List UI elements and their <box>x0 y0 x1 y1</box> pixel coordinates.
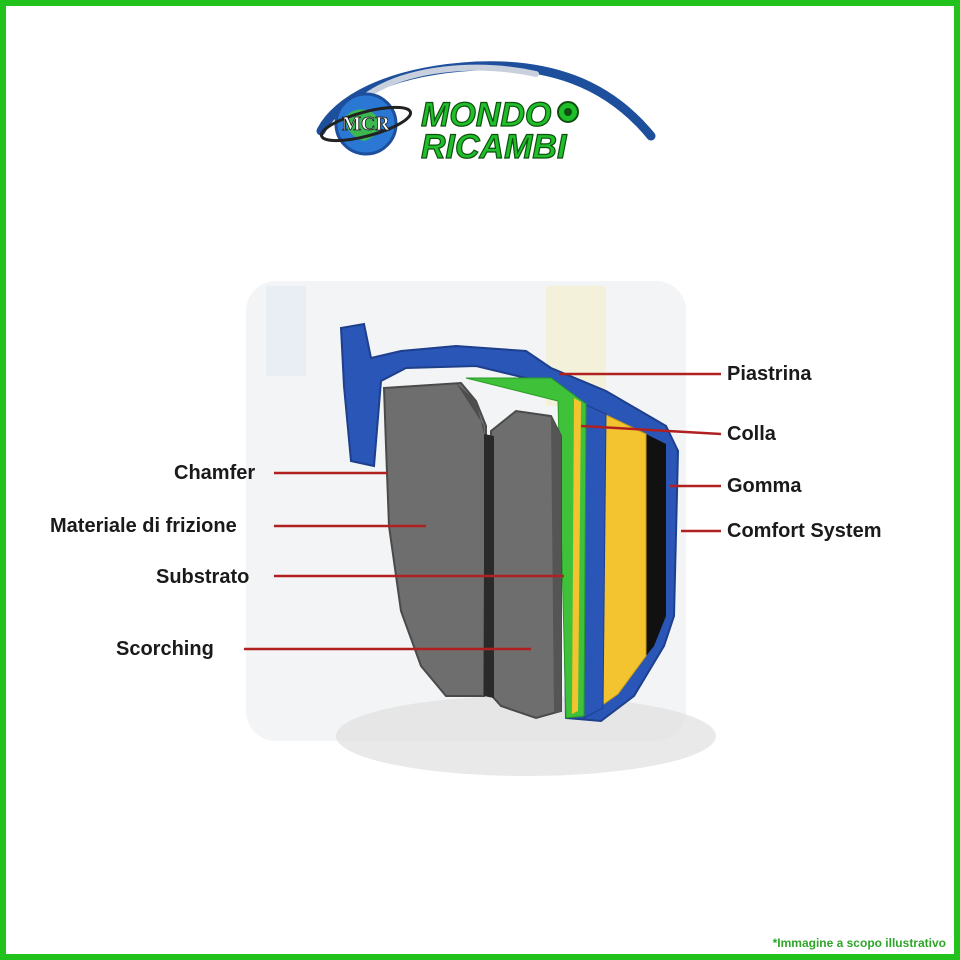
glue-line <box>572 398 581 714</box>
rubber-layer <box>646 434 666 656</box>
logo-monogram: MCR <box>342 113 390 135</box>
label-chamfer: Chamfer <box>174 462 256 484</box>
car-roof-swoosh <box>363 64 539 99</box>
label-materiale-di-frizione: Materiale di frizione <box>50 515 237 537</box>
label-scorching: Scorching <box>116 638 214 660</box>
label-gomma: Gomma <box>727 475 802 497</box>
label-piastrina: Piastrina <box>727 363 812 385</box>
leader-colla <box>580 424 722 436</box>
label-substrato: Substrato <box>156 566 250 588</box>
friction-block-left <box>382 381 488 697</box>
shim-layer <box>600 413 647 707</box>
inner-backplate-strip <box>583 403 607 719</box>
label-colla: Colla <box>727 423 776 445</box>
friction-block-right <box>489 409 562 720</box>
pad-shadow <box>336 696 716 776</box>
label-comfort-system: Comfort System <box>727 520 882 542</box>
brake-pad-diagram <box>244 281 722 776</box>
slot-groove <box>484 434 494 698</box>
logo-wordmark-line1: MONDO <box>421 96 551 134</box>
disclaimer-text: *Immagine a scopo illustrativo <box>772 936 946 950</box>
mondo-ricambi-logo: MCR MONDO RICAMBI <box>316 61 656 167</box>
logo-wordmark-line2: RICAMBI <box>421 128 568 166</box>
